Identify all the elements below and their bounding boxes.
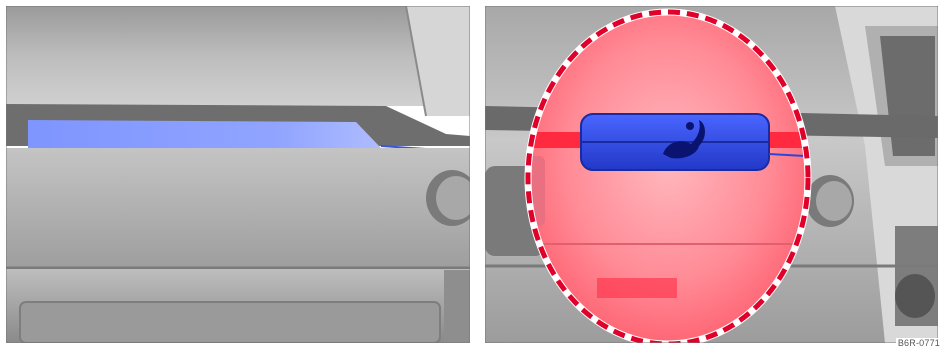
upper-dashboard (6, 6, 470, 106)
figure-code: B6R-0771 (896, 338, 942, 348)
dashboard-drawing (6, 6, 470, 343)
airbag-highlight (28, 120, 381, 148)
right-panel-magnified (485, 6, 938, 343)
left-panel-dashboard (6, 6, 470, 343)
secondary-label (597, 278, 677, 298)
door-handle (895, 274, 935, 318)
magnified-drawing (485, 6, 938, 343)
panel-divider (470, 0, 485, 349)
glovebox (20, 302, 440, 343)
middle-dashboard (6, 148, 470, 268)
